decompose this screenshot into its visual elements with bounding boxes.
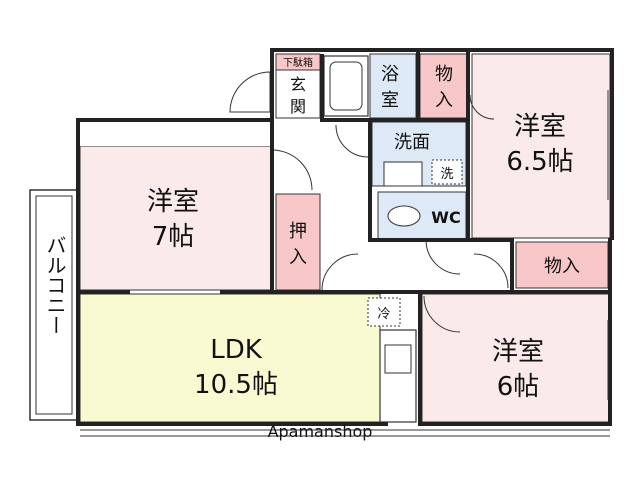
shoe-box-label: 下駄箱 bbox=[283, 56, 313, 69]
closet-top-label-bottom: 入 bbox=[435, 90, 453, 111]
oshiire-label-top: 押 bbox=[289, 221, 307, 242]
watermark: Apamanshop bbox=[268, 422, 373, 441]
closet-right bbox=[515, 241, 609, 289]
ldk-room bbox=[79, 293, 381, 423]
washroom-label: 洗面 bbox=[394, 132, 430, 153]
bathroom bbox=[369, 53, 417, 119]
bathtub-basin bbox=[329, 61, 363, 111]
western-room-7-size: 7帖 bbox=[152, 222, 195, 252]
closet-right-label: 物入 bbox=[544, 256, 580, 277]
washer-space bbox=[431, 159, 463, 185]
western-room-6-size: 6帖 bbox=[497, 372, 540, 402]
bath-label-bottom: 室 bbox=[381, 90, 399, 111]
washer-label: 洗 bbox=[440, 167, 453, 182]
balcony-area bbox=[29, 189, 79, 421]
balcony-label: バルコニー bbox=[43, 235, 67, 335]
wash-basin-icon bbox=[383, 161, 423, 187]
entrance-label-bottom: 関 bbox=[290, 97, 306, 116]
fridge-space bbox=[367, 297, 401, 327]
walls bbox=[76, 48, 614, 426]
western-room-6-5-name: 洋室 bbox=[514, 112, 566, 142]
western-room-7-name: 洋室 bbox=[147, 187, 199, 217]
door-swings bbox=[229, 71, 509, 333]
western-room-7 bbox=[79, 145, 273, 291]
closet-top-label-top: 物 bbox=[435, 64, 453, 85]
fridge-label: 冷 bbox=[377, 307, 390, 322]
oshiire-closet bbox=[275, 193, 321, 291]
western-room-7-closet-strip bbox=[80, 120, 272, 146]
bath-label-top: 浴 bbox=[381, 64, 399, 85]
balcony-inner-rail bbox=[35, 195, 73, 415]
oshiire-label-bottom: 入 bbox=[289, 247, 307, 268]
western-room-6-name: 洋室 bbox=[492, 337, 544, 367]
kitchen-counter bbox=[379, 329, 417, 423]
entrance bbox=[275, 69, 321, 119]
kitchen-sink-icon bbox=[384, 344, 412, 374]
ldk-size: 10.5帖 bbox=[194, 370, 278, 400]
western-room-6-5 bbox=[471, 53, 611, 239]
toilet-icon bbox=[387, 205, 421, 227]
entrance-label-top: 玄 bbox=[290, 75, 306, 94]
wc-label: WC bbox=[431, 208, 460, 227]
ldk-name: LDK bbox=[210, 335, 263, 365]
western-room-6-5-size: 6.5帖 bbox=[506, 147, 573, 177]
window-marks bbox=[80, 90, 610, 437]
